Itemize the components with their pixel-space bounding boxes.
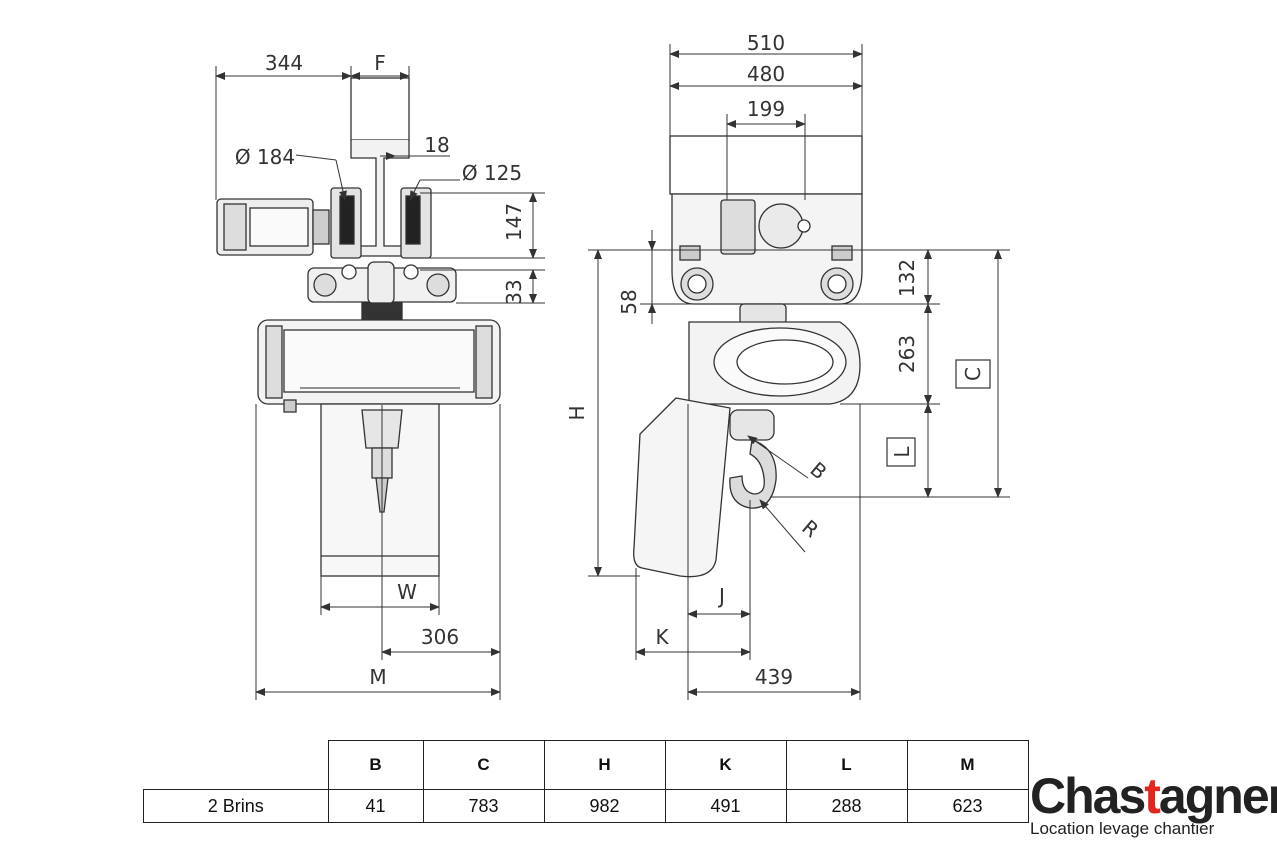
table-cell: 491 bbox=[664, 789, 787, 823]
dim-510-label: 510 bbox=[747, 31, 785, 55]
trolley-side-plate bbox=[671, 193, 863, 325]
front-view-labels: 344 F 18 Ø 184 Ø 125 147 33 W 306 M bbox=[235, 51, 526, 689]
logo-brand-accent: t bbox=[1144, 768, 1161, 824]
trolley-motor bbox=[216, 198, 330, 256]
dim-263-label: 263 bbox=[895, 335, 919, 373]
chain-bucket-side bbox=[633, 397, 731, 578]
dim-306-label: 306 bbox=[421, 625, 459, 649]
dim-480-label: 480 bbox=[747, 62, 785, 86]
dim-w-label: W bbox=[397, 580, 417, 604]
table-header-cell: L bbox=[785, 740, 908, 790]
logo-brand-post: agner bbox=[1158, 768, 1277, 824]
dim-diameter-184-label: Ø 184 bbox=[235, 145, 295, 169]
dim-439-label: 439 bbox=[755, 665, 793, 689]
dim-l-label: L bbox=[890, 446, 914, 458]
table-header-cell: B bbox=[327, 740, 424, 790]
dim-199-label: 199 bbox=[747, 97, 785, 121]
table-row-label: 2 Brins bbox=[143, 789, 329, 823]
chastagner-logo: Chastagner Location levage chantier bbox=[1030, 768, 1277, 845]
dim-k-label: K bbox=[655, 625, 669, 649]
logo-brand: Chastagner bbox=[1030, 768, 1277, 824]
hook-side bbox=[729, 409, 777, 509]
dim-18-label: 18 bbox=[424, 133, 449, 157]
table-header-cell: H bbox=[543, 740, 666, 790]
table-row: 2 Brins 41 783 982 491 288 623 bbox=[143, 789, 1029, 823]
dim-m-label: M bbox=[369, 665, 386, 689]
dim-c-label: C bbox=[961, 367, 985, 381]
front-view bbox=[215, 66, 545, 700]
dim-h-label: H bbox=[565, 405, 589, 420]
dim-58-label: 58 bbox=[617, 289, 641, 314]
dim-r-label: R bbox=[797, 515, 823, 542]
table-cell: 41 bbox=[327, 789, 424, 823]
hoist-body bbox=[257, 319, 501, 413]
dim-diameter-125-label: Ø 125 bbox=[462, 161, 522, 185]
dimensions-table: B C H K L M 2 Brins 41 783 982 491 288 6… bbox=[143, 740, 1029, 823]
dim-132-label: 132 bbox=[895, 259, 919, 297]
table-cell: 623 bbox=[906, 789, 1029, 823]
table-cell: 783 bbox=[422, 789, 545, 823]
logo-brand-pre: Chas bbox=[1030, 768, 1146, 824]
table-header-cell: K bbox=[664, 740, 787, 790]
table-header-cell: M bbox=[906, 740, 1029, 790]
hoist-side-body bbox=[688, 321, 861, 405]
table-corner-cell bbox=[143, 740, 329, 790]
dim-f-label: F bbox=[374, 51, 386, 75]
logo-tagline: Location levage chantier bbox=[1030, 819, 1215, 838]
table-header-cell: C bbox=[422, 740, 545, 790]
dim-j-label: J bbox=[717, 584, 725, 608]
dim-33-label: 33 bbox=[502, 279, 526, 304]
side-view-labels: 510 480 199 58 132 263 H C L B R J K 439 bbox=[565, 31, 985, 689]
dim-344-label: 344 bbox=[265, 51, 303, 75]
dim-b-label: B bbox=[806, 457, 832, 484]
side-view bbox=[588, 44, 1010, 700]
table-header-row: B C H K L M bbox=[143, 740, 1029, 790]
table-cell: 982 bbox=[543, 789, 666, 823]
table-cell: 288 bbox=[785, 789, 908, 823]
dim-147-label: 147 bbox=[502, 203, 526, 241]
